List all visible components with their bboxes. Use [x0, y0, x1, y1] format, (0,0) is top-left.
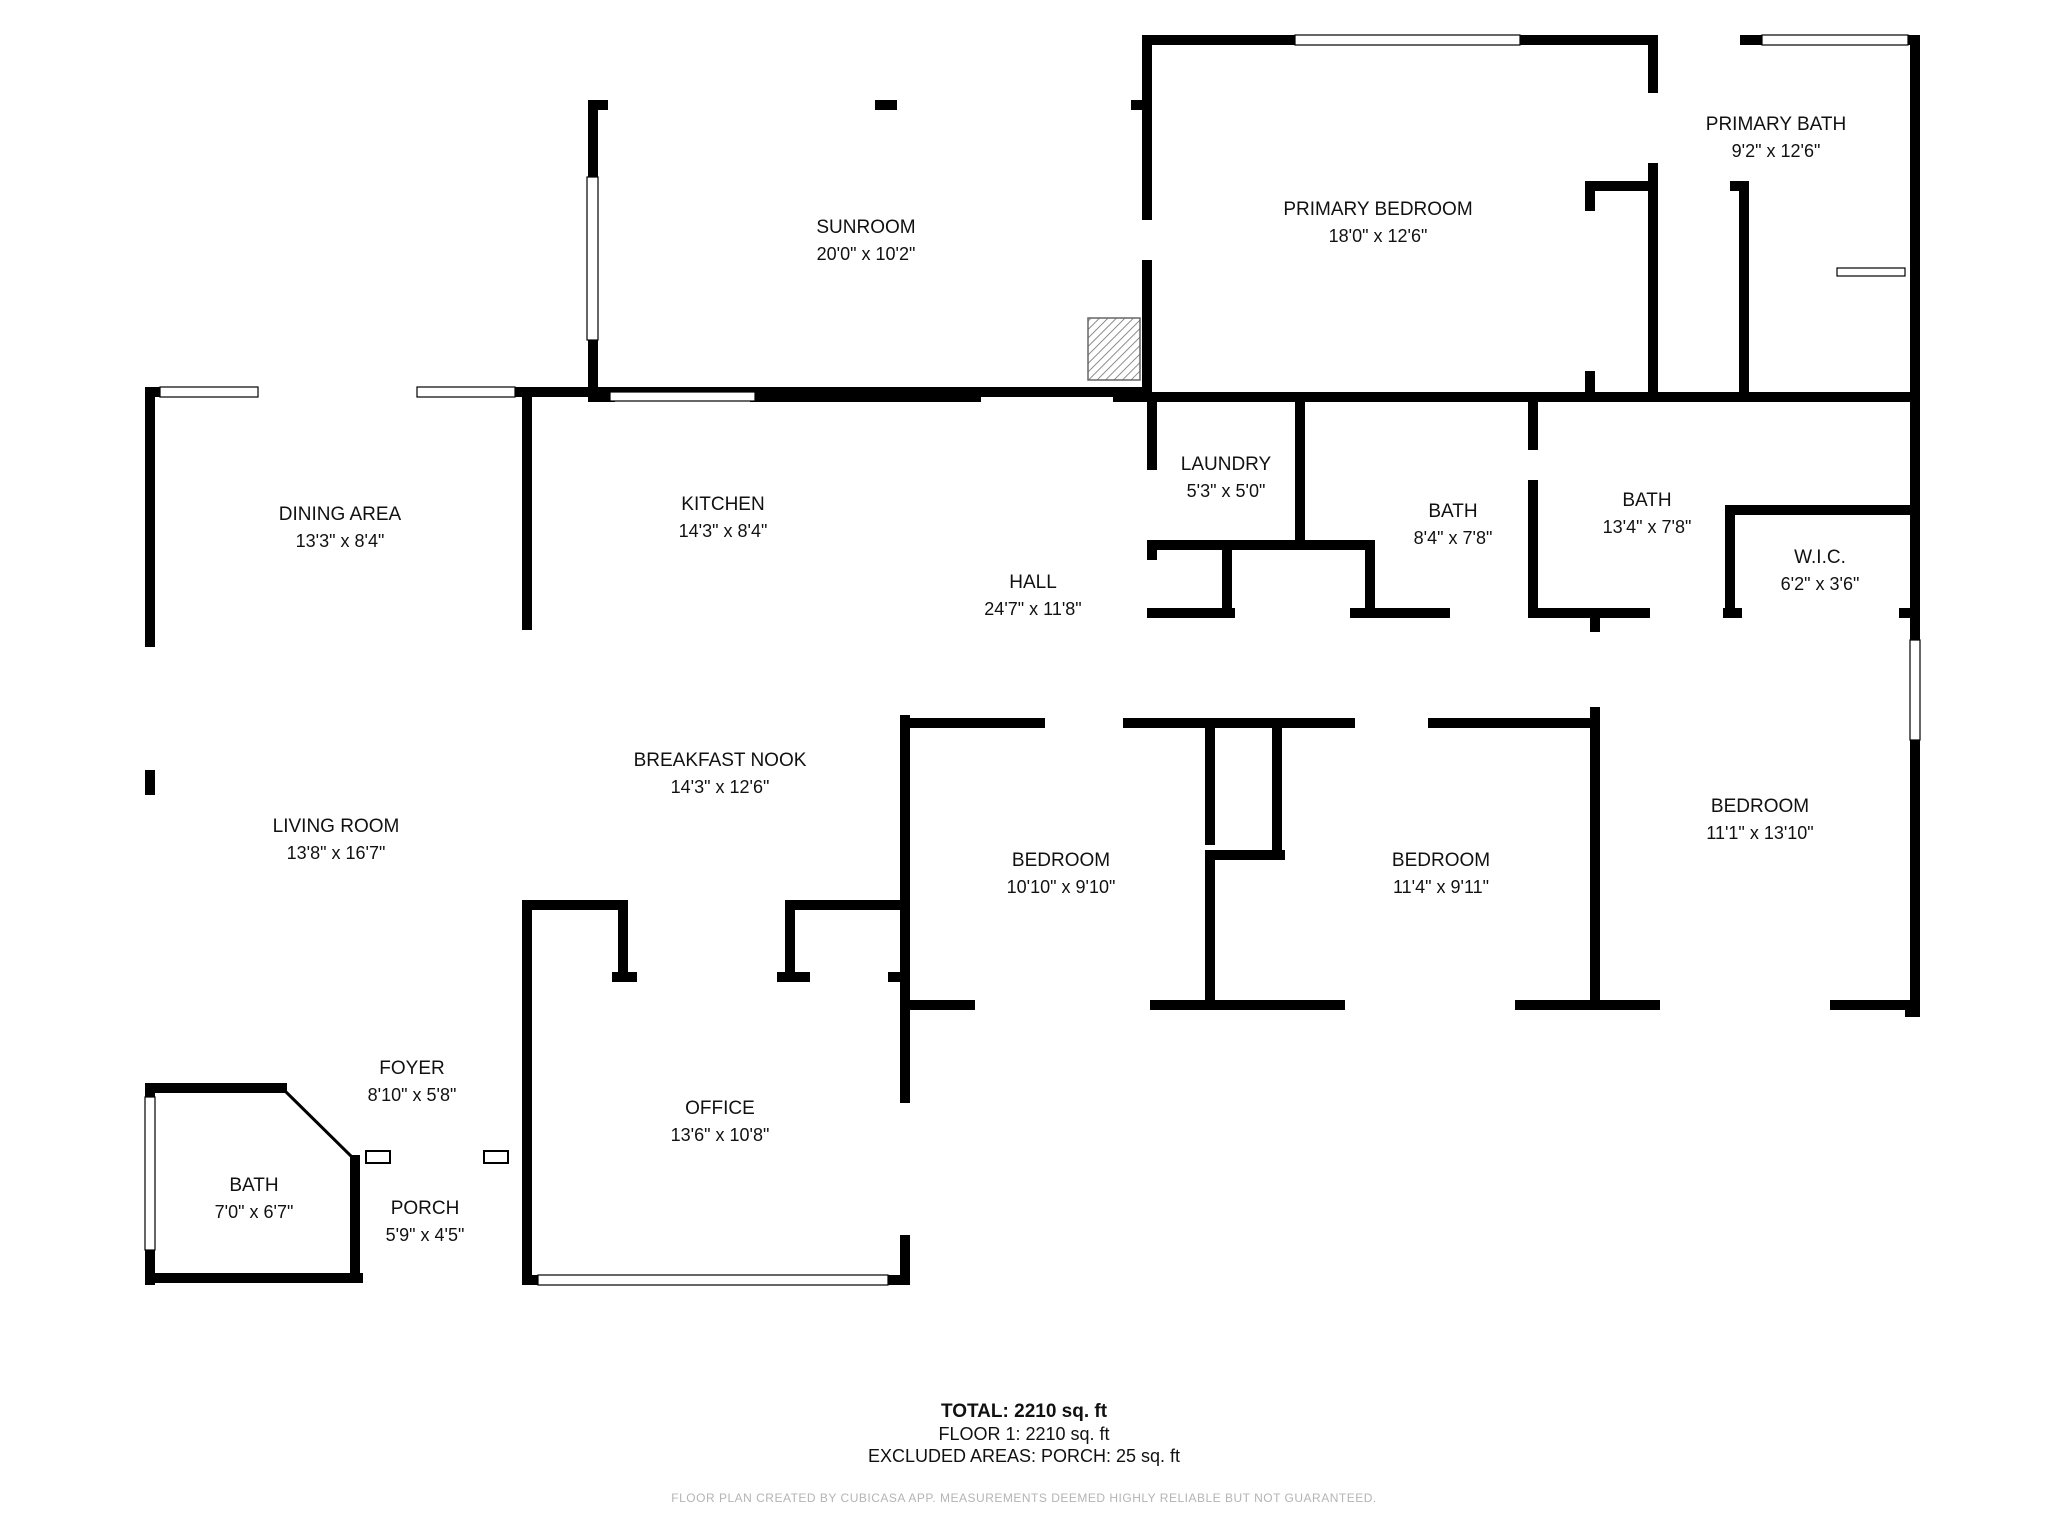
room-dims: 8'10" x 5'8" — [368, 1085, 457, 1105]
room-name: BATH — [229, 1175, 278, 1196]
room-name: KITCHEN — [681, 494, 764, 515]
room-dims: 5'9" x 4'5" — [386, 1225, 465, 1245]
bath-diagonal-wall — [280, 1086, 357, 1162]
room-primary-bedroom: PRIMARY BEDROOM 18'0" x 12'6" — [1283, 199, 1472, 246]
room-labels: SUNROOM 20'0" x 10'2" PRIMARY BEDROOM 18'0… — [215, 114, 1860, 1245]
room-sunroom: SUNROOM 20'0" x 10'2" — [816, 217, 915, 264]
room-foyer: FOYER 8'10" x 5'8" — [368, 1058, 457, 1105]
room-dims: 14'3" x 12'6" — [671, 777, 770, 797]
room-name: BEDROOM — [1711, 796, 1809, 817]
room-bath-hall: BATH 8'4" x 7'8" — [1414, 501, 1493, 548]
room-name: BREAKFAST NOOK — [634, 750, 807, 771]
total-value: 2210 sq. ft — [1014, 1401, 1108, 1422]
room-bath-east: BATH 13'4" x 7'8" — [1603, 490, 1692, 537]
room-dims: 6'2" x 3'6" — [1781, 574, 1860, 594]
room-dims: 9'2" x 12'6" — [1732, 141, 1821, 161]
room-breakfast-nook: BREAKFAST NOOK 14'3" x 12'6" — [634, 750, 807, 797]
room-hall: HALL 24'7" x 11'8" — [984, 572, 1081, 619]
room-dining-area: DINING AREA 13'3" x 8'4" — [279, 504, 402, 551]
room-porch: PORCH 5'9" x 4'5" — [386, 1198, 465, 1245]
disclaimer: FLOOR PLAN CREATED BY CUBICASA APP. MEAS… — [671, 1491, 1377, 1505]
porch-post — [483, 1150, 509, 1164]
room-name: PRIMARY BATH — [1706, 114, 1846, 135]
fireplace-hatch — [1087, 317, 1141, 381]
room-name: PRIMARY BEDROOM — [1283, 199, 1472, 220]
total-area: TOTAL: 2210 sq. ft — [0, 1401, 2048, 1423]
room-name: W.I.C. — [1794, 547, 1846, 568]
room-dims: 8'4" x 7'8" — [1414, 528, 1493, 548]
room-name: PORCH — [391, 1198, 460, 1219]
room-bedroom-3: BEDROOM 11'1" x 13'10" — [1706, 796, 1813, 843]
room-dims: 13'3" x 8'4" — [296, 531, 385, 551]
room-name: BEDROOM — [1012, 850, 1110, 871]
room-name: HALL — [1009, 572, 1057, 593]
room-laundry: LAUNDRY 5'3" x 5'0" — [1181, 454, 1272, 501]
room-dims: 13'4" x 7'8" — [1603, 517, 1692, 537]
room-primary-bath: PRIMARY BATH 9'2" x 12'6" — [1706, 114, 1846, 161]
porch-post — [365, 1150, 391, 1164]
room-name: BATH — [1428, 501, 1477, 522]
room-name: SUNROOM — [816, 217, 915, 238]
room-name: DINING AREA — [279, 504, 402, 525]
room-dims: 13'6" x 10'8" — [671, 1125, 770, 1145]
room-dims: 10'10" x 9'10" — [1007, 877, 1116, 897]
room-dims: 24'7" x 11'8" — [984, 599, 1081, 619]
room-name: OFFICE — [685, 1098, 755, 1119]
room-dims: 14'3" x 8'4" — [679, 521, 768, 541]
room-dims: 7'0" x 6'7" — [215, 1202, 294, 1222]
room-dims: 13'8" x 16'7" — [287, 843, 386, 863]
room-bath-front: BATH 7'0" x 6'7" — [215, 1175, 294, 1222]
room-name: BATH — [1622, 490, 1671, 511]
room-bedroom-2: BEDROOM 11'4" x 9'11" — [1392, 850, 1490, 897]
room-living-room: LIVING ROOM 13'8" x 16'7" — [273, 816, 400, 863]
walls — [145, 35, 1920, 1285]
total-label: TOTAL: — [940, 1401, 1009, 1422]
room-name: LAUNDRY — [1181, 454, 1272, 475]
windows — [144, 34, 1921, 1286]
room-name: BEDROOM — [1392, 850, 1490, 871]
room-dims: 18'0" x 12'6" — [1329, 226, 1428, 246]
room-dims: 11'4" x 9'11" — [1393, 877, 1489, 897]
floor-area: FLOOR 1: 2210 sq. ft — [938, 1424, 1110, 1444]
room-wic: W.I.C. 6'2" x 3'6" — [1781, 547, 1860, 594]
excluded-areas: EXCLUDED AREAS: PORCH: 25 sq. ft — [867, 1446, 1181, 1466]
room-name: FOYER — [379, 1058, 444, 1079]
room-dims: 11'1" x 13'10" — [1706, 823, 1813, 843]
room-dims: 20'0" x 10'2" — [817, 244, 916, 264]
room-office: OFFICE 13'6" x 10'8" — [671, 1098, 770, 1145]
room-kitchen: KITCHEN 14'3" x 8'4" — [679, 494, 768, 541]
room-dims: 5'3" x 5'0" — [1187, 481, 1266, 501]
room-bedroom-1: BEDROOM 10'10" x 9'10" — [1007, 850, 1116, 897]
room-name: LIVING ROOM — [273, 816, 400, 837]
